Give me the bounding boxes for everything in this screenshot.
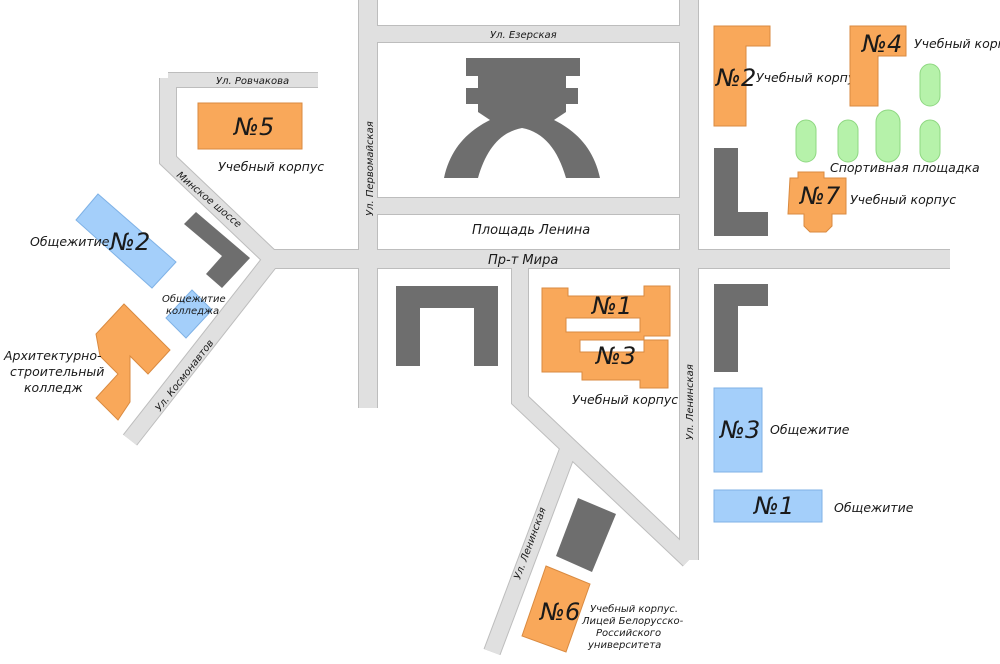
street-pr-mira: Пр-т Мира <box>488 253 558 268</box>
academic-building-2[interactable] <box>713 25 771 127</box>
academic-5-number: №5 <box>232 113 274 141</box>
road-kosmonavtov <box>123 254 279 445</box>
sports-field-1 <box>795 119 817 163</box>
grey-building-minskoe <box>184 212 250 288</box>
street-rovchakova: Ул. Ровчакова <box>216 76 289 87</box>
road-leninskaya-south <box>484 447 576 655</box>
arch-college-label-3: колледж <box>24 380 84 395</box>
academic-6-number: №6 <box>538 598 580 626</box>
road-minskoe-shosse <box>160 78 278 265</box>
dorm-1-label: Общежитие <box>834 500 914 515</box>
sports-ground: Спортивная площадка <box>795 63 980 175</box>
academic-6-label-2: Лицей Белорусско- <box>581 616 684 627</box>
dorm-2-number: №2 <box>108 228 150 256</box>
grey-building-gamma <box>714 284 768 372</box>
college-dorm-label-1: Общежитие <box>162 293 226 305</box>
dorm-building-1[interactable] <box>713 489 823 523</box>
academic-1-3-label: Учебный корпус <box>572 392 678 407</box>
academic-building-1-3[interactable] <box>541 285 671 389</box>
academic-1-number: №1 <box>590 292 632 320</box>
arch-college-label-2: строительный <box>10 364 104 379</box>
dorm-2-label: Общежитие <box>30 234 110 249</box>
dorm-1-number: №1 <box>752 492 794 520</box>
academic-7-number: №7 <box>798 182 841 210</box>
academic-building-7[interactable] <box>787 171 847 233</box>
academic-5-label: Учебный корпус <box>218 159 324 174</box>
roads <box>122 0 950 656</box>
academic-7-label: Учебный корпус <box>850 192 956 207</box>
academic-6-label-3: Российского <box>596 628 661 639</box>
arch-college-label-1: Архитектурно- <box>3 348 102 363</box>
grey-building-l-north <box>714 148 768 236</box>
academic-2-number: №2 <box>714 64 756 92</box>
grey-building-south <box>556 498 616 572</box>
grey-building-u <box>396 286 498 366</box>
academic-buildings: №5 Учебный корпус №2 Учебный корпус №4 У… <box>3 25 1000 653</box>
academic-3-number: №3 <box>594 342 636 370</box>
street-ezerskaya: Ул. Езерская <box>490 30 557 41</box>
street-leninskaya-east: Ул. Ленинская <box>685 364 696 440</box>
dorm-3-label: Общежитие <box>770 422 850 437</box>
academic-building-5[interactable] <box>197 102 303 150</box>
college-dorm-building[interactable] <box>165 289 213 339</box>
academic-building-6[interactable] <box>521 565 591 653</box>
academic-6-label-1: Учебный корпус. <box>590 603 678 615</box>
road-diagonal-south <box>512 262 695 566</box>
college-dorm-label-2: колледжа <box>166 306 219 317</box>
dorm-building-3[interactable] <box>713 387 763 473</box>
sports-field-5 <box>919 63 941 107</box>
academic-4-label: Учебный корпус <box>914 36 1000 51</box>
sports-field-4 <box>919 119 941 163</box>
dorm-3-number: №3 <box>718 416 760 444</box>
academic-2-label: Учебный корпус <box>756 70 862 85</box>
other-buildings <box>184 58 768 572</box>
sports-field-3 <box>875 109 901 163</box>
academic-building-4[interactable] <box>849 25 907 107</box>
academic-6-label-4: университета <box>587 640 661 651</box>
dorm-building-2[interactable] <box>75 193 177 289</box>
sports-ground-label: Спортивная площадка <box>830 160 980 175</box>
arch-college-building[interactable] <box>95 303 171 421</box>
government-building <box>444 58 600 178</box>
academic-4-number: №4 <box>860 30 902 58</box>
street-pervomaiskaya: Ул. Первомайская <box>365 121 376 216</box>
street-minskoe-shosse: Минское шоссе <box>174 170 243 231</box>
dormitories: №2 Общежитие Общежитие колледжа №3 Общеж… <box>30 193 914 523</box>
street-ploshchad-lenina: Площадь Ленина <box>472 223 590 238</box>
sports-field-2 <box>837 119 859 163</box>
